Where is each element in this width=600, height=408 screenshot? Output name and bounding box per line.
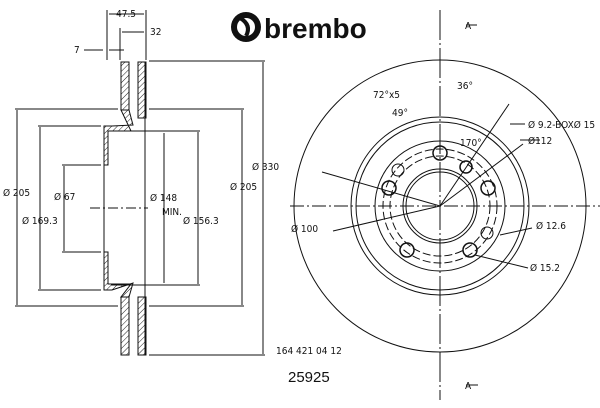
angle-36: 36° xyxy=(457,81,473,92)
dia-156: Ø 156.3 xyxy=(183,215,219,227)
dia-67: Ø 67 xyxy=(54,191,75,203)
section-marker-bottom: A xyxy=(465,381,472,392)
dim-width-rotor: 32 xyxy=(150,27,161,38)
dia-12-6: Ø 12.6 xyxy=(536,220,566,232)
section-marker-top: A xyxy=(465,21,472,32)
angle-72x5: 72°x5 xyxy=(373,90,400,101)
front-view xyxy=(290,10,600,400)
dia-112: Ø112 xyxy=(528,135,552,147)
dia-15-2: Ø 15.2 xyxy=(530,262,560,274)
dia-205-left: Ø 205 xyxy=(3,187,30,199)
brembo-logo: brembo xyxy=(231,12,367,44)
min-label: MIN. xyxy=(162,207,182,218)
dia-205-right: Ø 205 xyxy=(230,181,257,193)
dia-148: Ø 148 xyxy=(150,192,177,204)
dim-width-total: 47.5 xyxy=(116,9,136,20)
angle-49: 49° xyxy=(392,108,408,119)
angle-170: 170° xyxy=(460,138,482,149)
part-number: 25925 xyxy=(288,369,330,386)
oe-number: 164 421 04 12 xyxy=(276,346,342,357)
dim-hat-offset: 7 xyxy=(74,45,80,56)
dia-169: Ø 169.3 xyxy=(22,215,58,227)
dia-100: Ø 100 xyxy=(291,223,318,235)
dia-9-2-box-15: Ø 9.2-BOXØ 15 xyxy=(528,119,595,131)
logo-text: brembo xyxy=(264,13,367,44)
side-section-view xyxy=(15,10,265,356)
dia-330: Ø 330 xyxy=(252,161,279,173)
bolt-holes xyxy=(381,145,496,258)
